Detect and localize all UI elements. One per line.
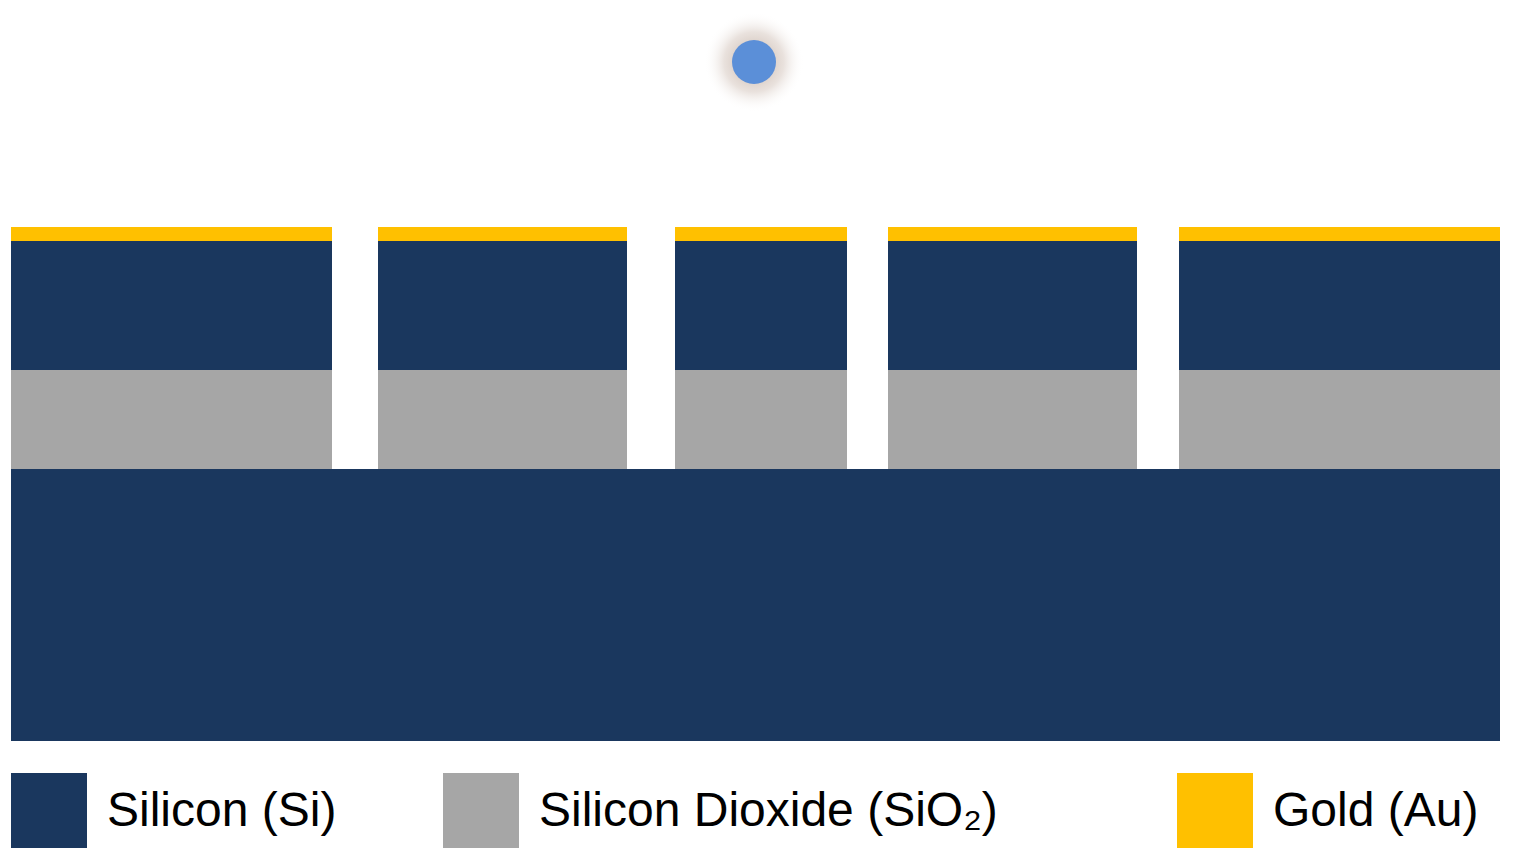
oxide-layer <box>888 370 1137 469</box>
legend-text: Silicon (Si) <box>107 784 336 837</box>
silicon-layer <box>1179 241 1500 370</box>
legend-swatch <box>443 773 519 848</box>
oxide-layer <box>1179 370 1500 469</box>
silicon-substrate <box>11 469 1500 741</box>
legend-item: Silicon Dioxide (SiO₂) <box>443 773 998 848</box>
legend-text: Gold (Au) <box>1273 784 1478 837</box>
oxide-layer <box>378 370 627 469</box>
oxide-layer <box>675 370 847 469</box>
silicon-layer <box>888 241 1137 370</box>
gold-layer <box>11 227 332 241</box>
silicon-layer <box>11 241 332 370</box>
particle-glow <box>704 12 804 112</box>
particle <box>732 40 776 84</box>
legend-text: Silicon Dioxide (SiO₂) <box>539 784 998 837</box>
pillars <box>11 227 1500 469</box>
silicon-layer <box>378 241 627 370</box>
legend-item: Gold (Au) <box>1177 773 1478 848</box>
oxide-layer <box>11 370 332 469</box>
legend-swatch <box>1177 773 1253 848</box>
gold-layer <box>1179 227 1500 241</box>
legend-swatch <box>11 773 87 848</box>
silicon-layer <box>675 241 847 370</box>
gold-layer <box>378 227 627 241</box>
gold-layer <box>675 227 847 241</box>
legend-item: Silicon (Si) <box>11 773 336 848</box>
gold-layer <box>888 227 1137 241</box>
